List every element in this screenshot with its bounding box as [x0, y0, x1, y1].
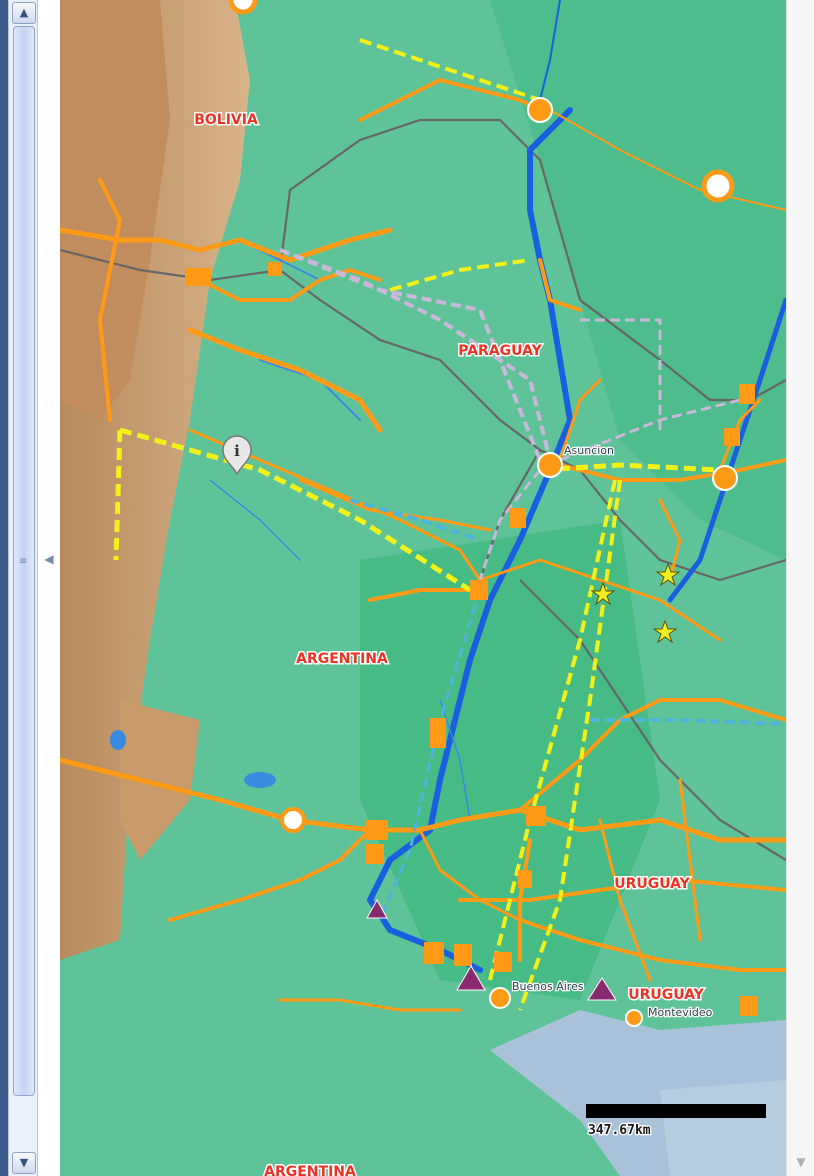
country-borders — [60, 118, 786, 861]
country-label-uruguay-south: URUGUAY — [628, 987, 704, 1003]
city-marker[interactable] — [527, 97, 553, 123]
scroll-down-arrow-icon[interactable]: ▼ — [12, 1152, 36, 1174]
left-scrollbar[interactable]: ▲ ≡ ▼ — [8, 0, 38, 1176]
city-marker[interactable] — [280, 807, 306, 833]
star-icon[interactable] — [655, 562, 681, 587]
sierras-highland — [120, 700, 200, 860]
transport-icon[interactable] — [366, 820, 388, 840]
map-canvas[interactable]: i BOLIVIA PARAGUAY ARGENTINA URUGUAY URU… — [60, 0, 786, 1176]
route-lines — [113, 38, 786, 1011]
transport-icon[interactable] — [470, 580, 488, 600]
star-icon[interactable] — [590, 581, 616, 606]
transport-icon[interactable] — [518, 870, 532, 888]
country-label-argentina: ARGENTINA — [296, 651, 388, 667]
transport-icon[interactable] — [430, 718, 446, 748]
window-edge — [0, 0, 8, 1176]
sea-water — [660, 1080, 786, 1176]
country-label-bolivia: BOLIVIA — [194, 112, 258, 128]
scale-label: 347.67km — [588, 1123, 651, 1138]
panel-collapse-arrow-icon[interactable]: ◀ — [44, 552, 54, 566]
right-scrollbar[interactable]: ▼ — [786, 0, 814, 1176]
star-markers — [590, 562, 681, 644]
country-label-paraguay: PARAGUAY — [458, 343, 542, 359]
transport-icon[interactable] — [510, 508, 526, 528]
transport-icon[interactable] — [454, 944, 472, 966]
grip-icon: ≡ — [19, 556, 28, 567]
triangle-markers — [366, 898, 617, 1001]
triangle-icon[interactable] — [366, 898, 388, 919]
country-label-uruguay: URUGUAY — [614, 876, 690, 892]
city-markers — [185, 0, 758, 1027]
scrollbar-thumb[interactable]: ≡ — [13, 26, 35, 1096]
info-pin-icon[interactable]: i — [222, 435, 252, 476]
poi-square — [185, 268, 211, 286]
city-marker[interactable] — [712, 465, 738, 491]
city-marker[interactable] — [701, 169, 735, 203]
city-marker-asuncion[interactable] — [537, 452, 563, 478]
transport-icon[interactable] — [526, 806, 546, 826]
city-label-buenos-aires: Buenos Aires — [512, 980, 584, 993]
transport-icon[interactable] — [739, 384, 755, 404]
lake — [110, 730, 126, 750]
scroll-up-arrow-icon[interactable]: ▲ — [12, 2, 36, 24]
transport-icon[interactable] — [494, 952, 512, 972]
city-marker-montevideo[interactable] — [625, 1009, 643, 1027]
city-marker-buenos-aires[interactable] — [489, 987, 511, 1009]
city-label-montevideo: Montevideo — [648, 1006, 713, 1019]
country-label-argentina-south: ARGENTINA — [264, 1164, 356, 1176]
transport-icon[interactable] — [424, 942, 444, 964]
triangle-icon[interactable] — [587, 977, 617, 1001]
scale-bar — [586, 1104, 766, 1118]
map-viewport[interactable]: i BOLIVIA PARAGUAY ARGENTINA URUGUAY URU… — [60, 0, 786, 1176]
svg-text:i: i — [234, 442, 240, 460]
transport-icon[interactable] — [366, 844, 384, 864]
city-label-asuncion: Asuncion — [564, 444, 614, 457]
land-lowland-pampas — [360, 520, 660, 1000]
city-marker[interactable] — [228, 0, 258, 15]
transport-icon[interactable] — [740, 996, 758, 1016]
transport-icon[interactable] — [724, 428, 740, 446]
land-lowland-northeast — [490, 0, 786, 560]
poi-square — [268, 262, 282, 276]
lake — [244, 772, 276, 788]
scroll-down-arrow-icon[interactable]: ▼ — [796, 1155, 806, 1169]
star-icon[interactable] — [652, 619, 678, 644]
triangle-icon[interactable] — [456, 965, 486, 991]
